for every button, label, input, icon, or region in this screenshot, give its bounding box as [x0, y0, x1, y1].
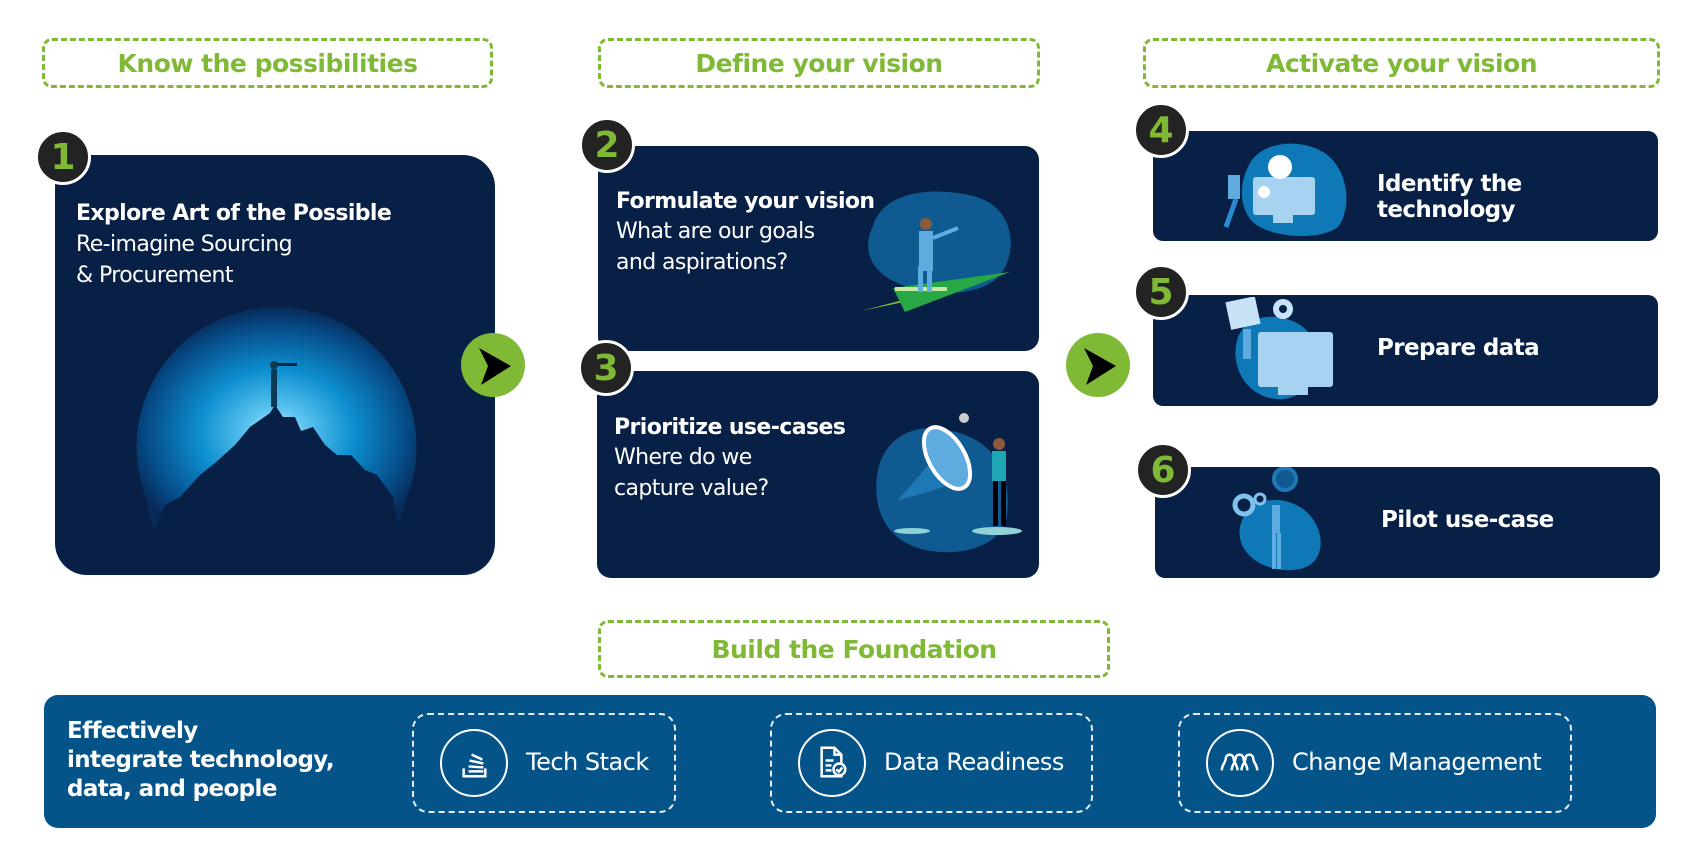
step-subtitle-line: Where do we [614, 445, 752, 470]
step-card-5: Prepare data [1153, 295, 1658, 406]
stack-icon [440, 729, 508, 797]
phase-label: Activate your vision [1265, 48, 1538, 78]
step-badge-6: 6 [1135, 442, 1191, 498]
people-group-icon [1206, 729, 1274, 797]
phase-define-vision: Define your vision [598, 38, 1040, 88]
step-title: Prepare data [1377, 335, 1540, 361]
mountain-telescope-illustration [136, 306, 417, 575]
person-telescope [270, 361, 297, 407]
step-subtitle-line: & Procurement [76, 263, 234, 288]
step-badge-1: 1 [35, 129, 91, 185]
pilot-gears-illustration [1232, 467, 1321, 571]
pillar-change-management: Change Management [1178, 713, 1572, 813]
technology-illustration [1223, 143, 1347, 237]
next-arrow-icon [479, 348, 511, 385]
step-title: Identify the technology [1377, 171, 1522, 223]
prepare-data-illustration [1225, 297, 1333, 400]
phase-label: Define your vision [695, 48, 943, 78]
build-foundation-header: Build the Foundation [598, 620, 1110, 678]
step-subtitle-line: What are our goals [616, 219, 815, 244]
phase-activate-vision: Activate your vision [1143, 38, 1660, 88]
foundation-line: data, and people [67, 776, 277, 802]
step-title: Explore Art of the Possible [76, 201, 392, 226]
step-card-2: Formulate your vision What are our goals… [598, 146, 1039, 351]
pillar-tech-stack: Tech Stack [412, 713, 676, 813]
document-check-icon [798, 729, 866, 797]
foundation-description: Effectively integrate technology, data, … [67, 717, 335, 804]
step-card-4: Identify the technology [1153, 131, 1658, 241]
step-subtitle-line: Re-imagine Sourcing [76, 232, 293, 257]
megaphone-illustration [876, 413, 1022, 553]
phase-label: Know the possibilities [117, 48, 418, 78]
step-title: Formulate your vision [616, 189, 875, 214]
pillar-data-readiness: Data Readiness [770, 713, 1093, 813]
step-subtitle-line: and aspirations? [616, 250, 788, 275]
foundation-bar: Effectively integrate technology, data, … [44, 695, 1656, 828]
next-arrow-button-2[interactable] [1066, 333, 1130, 397]
step-card-6: Pilot use-case [1155, 467, 1660, 578]
next-arrow-button-1[interactable] [461, 333, 525, 397]
step-card-3: Prioritize use-cases Where do we capture… [597, 371, 1039, 578]
step-card-1: Explore Art of the Possible Re-imagine S… [55, 155, 495, 575]
step-subtitle-line: capture value? [614, 476, 769, 501]
step-title: Prioritize use-cases [614, 415, 846, 440]
foundation-header-label: Build the Foundation [711, 634, 997, 664]
step-badge-2: 2 [579, 117, 635, 173]
pillar-label: Change Management [1292, 748, 1542, 776]
step-badge-5: 5 [1133, 264, 1189, 320]
next-arrow-icon [1084, 348, 1116, 385]
step-title: Pilot use-case [1381, 507, 1554, 533]
paper-plane-illustration [863, 191, 1011, 312]
pillar-label: Data Readiness [884, 748, 1064, 776]
step-badge-4: 4 [1133, 102, 1189, 158]
pillar-label: Tech Stack [526, 748, 649, 776]
foundation-line: integrate technology, [67, 747, 335, 773]
foundation-line: Effectively [67, 718, 198, 744]
step-badge-3: 3 [578, 340, 634, 396]
phase-know-possibilities: Know the possibilities [42, 38, 493, 88]
